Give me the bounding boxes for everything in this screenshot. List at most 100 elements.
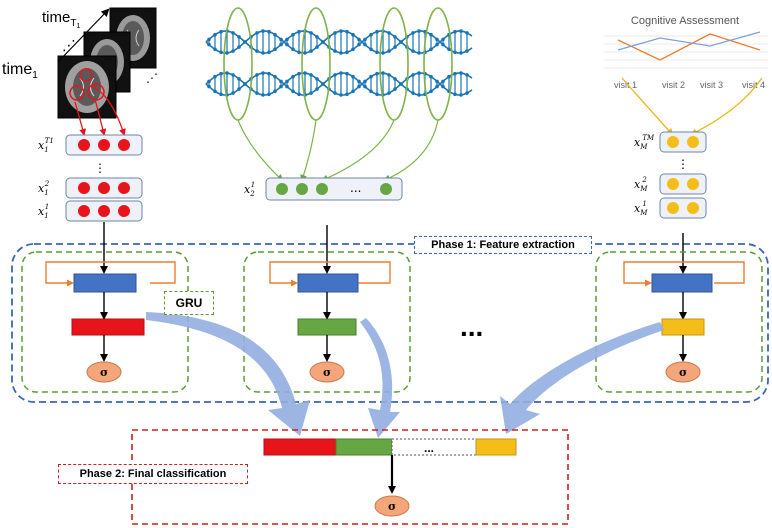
dna-node: [333, 31, 337, 35]
brain-vector-label-2: x12: [38, 180, 50, 197]
dna-node: [261, 51, 265, 55]
dna-node: [459, 29, 463, 33]
gene-vector: ...: [265, 177, 403, 201]
dna-node: [243, 40, 247, 44]
dna-node: [219, 29, 223, 34]
dna-node: [207, 37, 211, 42]
dna-node: [399, 40, 403, 44]
dna-node: [315, 35, 319, 39]
gene-vector-label: x21: [244, 181, 255, 198]
dna-node: [279, 37, 283, 42]
dna-node: [309, 91, 313, 95]
module-cog: [595, 251, 763, 393]
dna-node: [303, 71, 307, 75]
fusion-arrow-cog: [500, 322, 664, 434]
dna-node: [417, 71, 421, 75]
dna-node: [411, 91, 415, 95]
time-first-label: time1: [2, 61, 38, 81]
dna-node: [255, 91, 259, 95]
dna-node: [369, 74, 373, 79]
dna-node: [273, 74, 277, 79]
dna-node: [345, 29, 349, 34]
dna-node: [375, 50, 379, 55]
feature-cog: [661, 318, 705, 336]
gene-vector-ellipsis: ...: [350, 181, 361, 195]
fusion-arrow-brain: [146, 312, 310, 436]
dna-node: [231, 49, 235, 53]
dna-node: [351, 47, 355, 52]
dna-node: [225, 51, 229, 55]
dna-node: [345, 71, 349, 76]
dna-node: [261, 29, 265, 33]
dna-node: [429, 47, 433, 52]
dna-to-vector-arrows: [237, 119, 439, 182]
dna-node: [231, 31, 235, 35]
dna-node: [465, 31, 469, 35]
dna-node: [237, 45, 241, 49]
dna-node: [285, 84, 289, 89]
dna-node: [243, 82, 247, 86]
dna-node: [453, 50, 457, 55]
dna-node: [231, 91, 235, 95]
dna-node: [393, 45, 397, 49]
cog-vector-label-1: xM1: [634, 200, 648, 217]
dna-node: [237, 35, 241, 39]
dna-node: [231, 73, 235, 77]
dna-node: [297, 50, 301, 55]
svg-text:⋮: ⋮: [677, 157, 689, 171]
dna-node: [291, 74, 295, 79]
dna-node: [363, 37, 367, 42]
dna-node: [261, 71, 265, 75]
fusion-arrows: [146, 312, 664, 438]
dna-node: [375, 92, 379, 97]
dna-node: [285, 42, 289, 47]
time-last-label: timeT1: [42, 9, 80, 30]
dna-node: [429, 89, 433, 94]
dna-node: [315, 87, 319, 91]
concat-gene: [335, 438, 393, 456]
dna-node: [465, 73, 469, 77]
dna-node: [237, 87, 241, 91]
dna-node: [273, 47, 277, 52]
cog-vectors: ⋮: [659, 131, 707, 219]
dna-node: [369, 32, 373, 37]
dna-node: [351, 32, 355, 37]
dna-node: [297, 29, 301, 34]
dna-node: [387, 73, 391, 77]
dna-node: [441, 84, 445, 89]
dna-node: [375, 71, 379, 76]
dna-node: [375, 29, 379, 34]
dna-node: [309, 73, 313, 77]
phase1-region: [11, 243, 769, 403]
dna-node: [381, 71, 385, 75]
brain-vector-label-T: x1T1: [38, 137, 54, 154]
phase1-label: Phase 1: Feature extraction: [414, 236, 592, 254]
svg-text:⋮: ⋮: [94, 161, 106, 175]
dna-node: [213, 89, 217, 94]
dna-node: [267, 92, 271, 97]
dna-node: [441, 37, 445, 42]
input-arrows: [100, 222, 687, 274]
sigma-cog: [665, 361, 701, 383]
dna-node: [219, 50, 223, 55]
cognitive-title: Cognitive Assessment: [631, 15, 739, 27]
dna-node: [279, 42, 283, 47]
dna-node: [429, 74, 433, 79]
dna-node: [417, 93, 421, 97]
dna-node: [363, 84, 367, 89]
dna-node: [459, 51, 463, 55]
dna-node: [351, 89, 355, 94]
dna-node: [339, 71, 343, 75]
mri-dots: ⋰: [146, 71, 158, 85]
dna-node: [309, 49, 313, 53]
module-gene: [243, 251, 411, 393]
dna-node: [315, 77, 319, 81]
dna-node: [357, 84, 361, 89]
dna-node: [255, 31, 259, 35]
dna-node: [357, 37, 361, 42]
concat-vector: ...: [263, 438, 517, 456]
sigma-label-final: σ: [388, 500, 396, 513]
cog-vector-label-T: xMTM: [634, 134, 655, 151]
dna-node: [345, 50, 349, 55]
